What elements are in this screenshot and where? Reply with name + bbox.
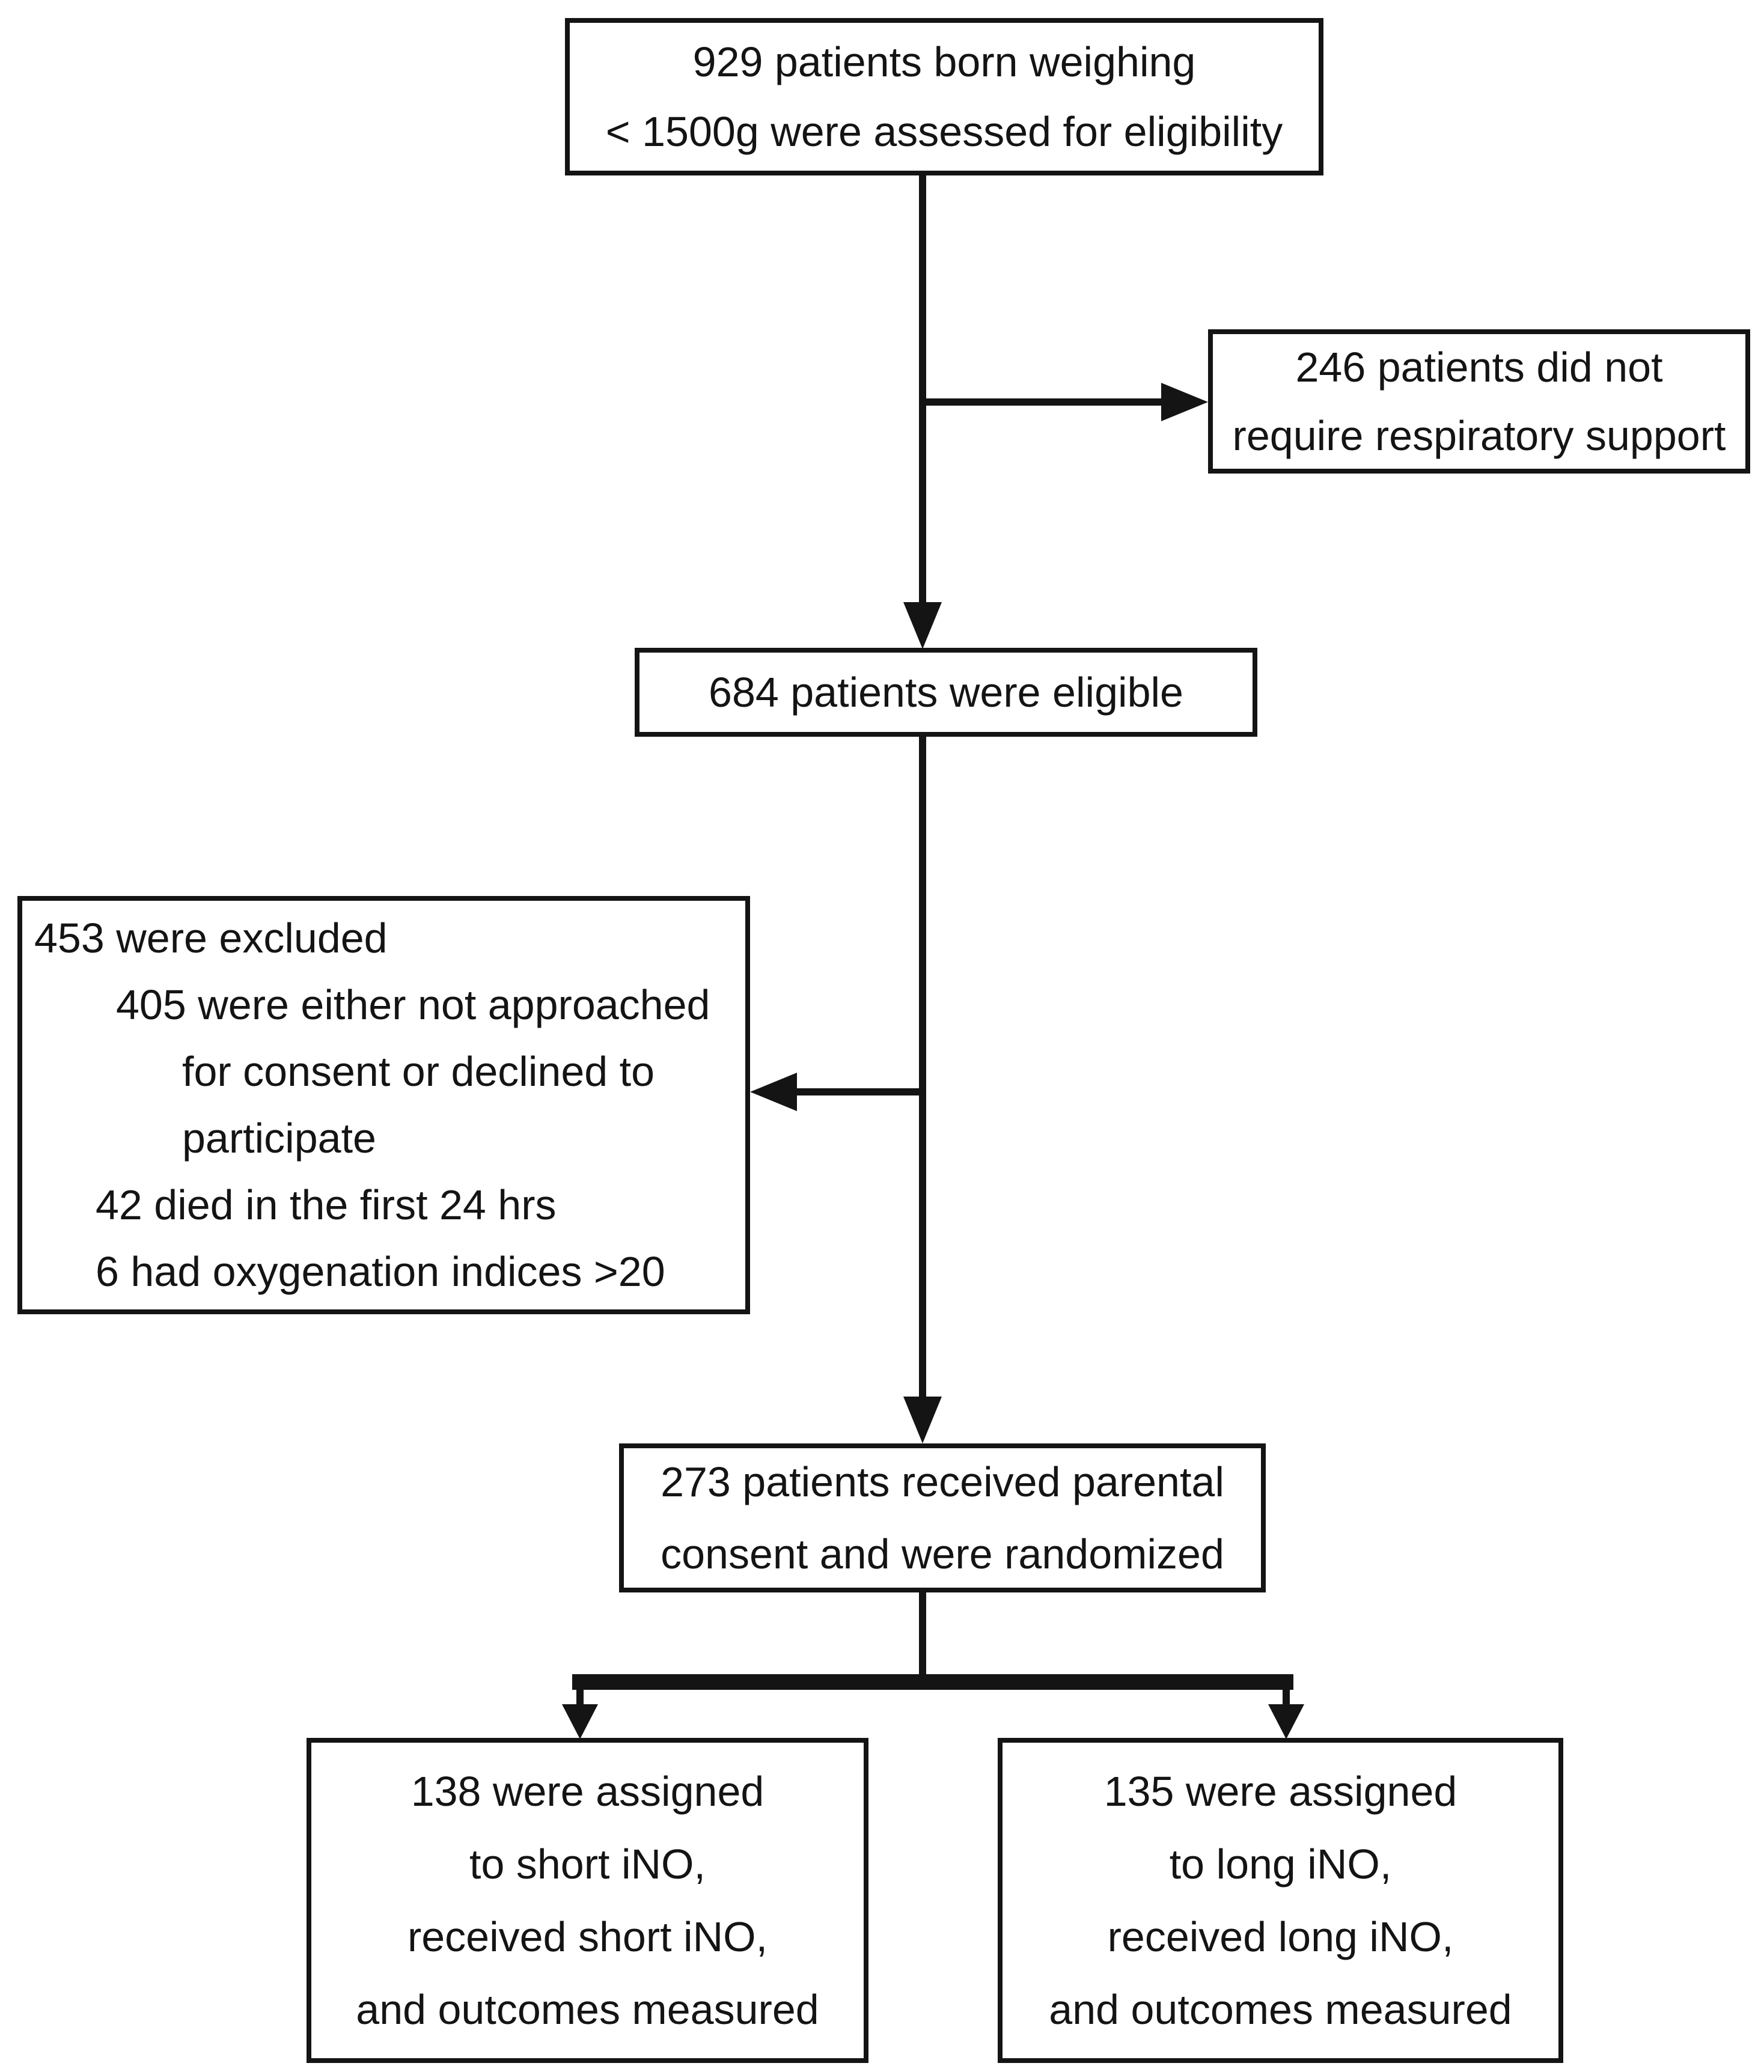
eligible-line-1: 684 patients were eligible <box>709 669 1183 716</box>
short-ino-line-3: received short iNO, <box>407 1913 768 1960</box>
connector-split-to-long <box>1283 1689 1290 1705</box>
assessed-line-1: 929 patients born weighing <box>692 38 1196 85</box>
no-support-line-1: 246 patients did not <box>1295 344 1663 391</box>
assessed-line-2: < 1500g were assessed for eligibility <box>605 108 1283 155</box>
excluded-line-3: for consent or declined to <box>182 1048 655 1095</box>
box-assessed-for-eligibility: 929 patients born weighing < 1500g were … <box>565 18 1323 175</box>
arrowhead-right-no-support-icon <box>1161 383 1208 421</box>
connector-split-to-short <box>576 1689 584 1705</box>
short-ino-line-2: to short iNO, <box>469 1840 706 1888</box>
split-bar <box>572 1674 1293 1690</box>
short-ino-line-4: and outcomes measured <box>356 1985 819 2033</box>
long-ino-line-2: to long iNO, <box>1169 1840 1392 1888</box>
box-randomized: 273 patients received parental consent a… <box>619 1443 1266 1592</box>
connector-branch-to-no-support <box>923 398 1163 406</box>
excluded-line-5: 42 died in the first 24 hrs <box>96 1181 557 1228</box>
excluded-line-2: 405 were either not approached <box>116 981 710 1028</box>
box-short-ino-arm: 138 were assigned to short iNO, received… <box>307 1738 868 2063</box>
long-ino-line-1: 135 were assigned <box>1103 1767 1457 1815</box>
connector-assessed-to-eligible <box>919 175 926 603</box>
long-ino-line-4: and outcomes measured <box>1049 1985 1512 2033</box>
arrowhead-down-long-ino-icon <box>1268 1704 1304 1739</box>
arrowhead-down-eligible-icon <box>903 602 942 649</box>
arrowhead-left-excluded-icon <box>750 1073 797 1111</box>
long-ino-line-3: received long iNO, <box>1107 1913 1454 1960</box>
excluded-line-6: 6 had oxygenation indices >20 <box>96 1248 665 1295</box>
randomized-line-2: consent and were randomized <box>661 1531 1224 1577</box>
box-no-respiratory-support: 246 patients did not require respiratory… <box>1208 329 1750 474</box>
randomized-line-1: 273 patients received parental <box>661 1458 1224 1505</box>
connector-branch-to-excluded <box>797 1088 923 1095</box>
excluded-line-1: 453 were excluded <box>34 915 388 961</box>
arrowhead-down-short-ino-icon <box>562 1704 598 1739</box>
no-support-line-2: require respiratory support <box>1232 412 1726 459</box>
box-eligible: 684 patients were eligible <box>635 648 1257 737</box>
box-long-ino-arm: 135 were assigned to long iNO, received … <box>998 1738 1563 2063</box>
connector-randomized-to-split <box>919 1592 926 1677</box>
box-excluded: 453 were excluded 405 were either not ap… <box>17 896 750 1314</box>
excluded-line-4: participate <box>182 1115 376 1162</box>
short-ino-line-1: 138 were assigned <box>410 1767 765 1815</box>
connector-eligible-to-randomized <box>919 737 926 1399</box>
arrowhead-down-randomized-icon <box>903 1397 942 1443</box>
